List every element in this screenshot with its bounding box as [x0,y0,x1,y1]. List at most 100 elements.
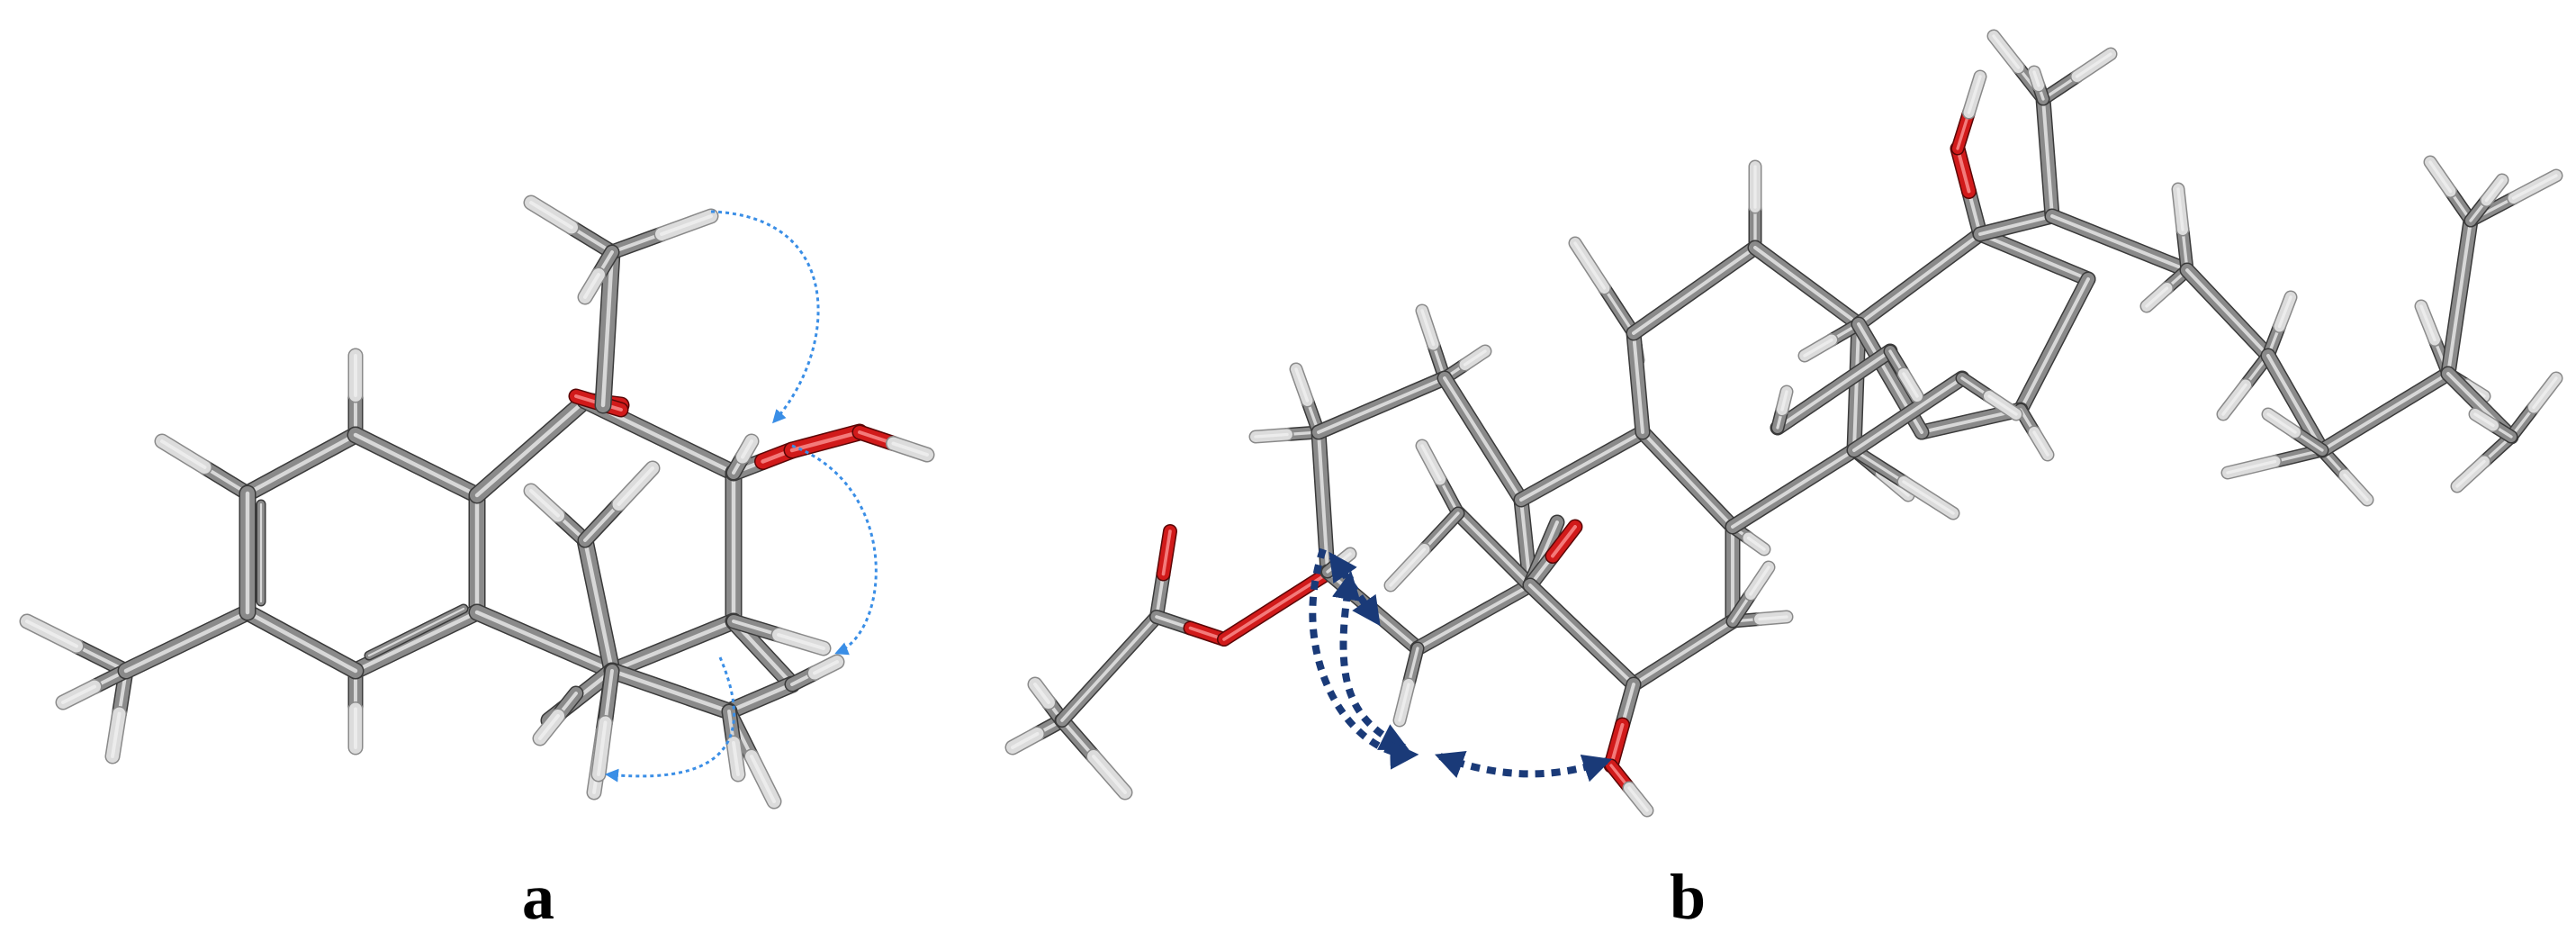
carbon-half-bond-highlight [603,669,614,725]
noe-arrow-a-2 [791,444,878,656]
hydrogen-bond-highlight [2145,286,2169,308]
hydrogen-bond-highlight [111,711,122,758]
hydrogen-bond-highlight [2511,174,2558,200]
ring-b-bond-highlight [1641,430,1734,529]
side-chain-bond-highlight [1978,214,2054,236]
hydrogen-bond-highlight [1758,615,1788,621]
carbon-half-bond-highlight [1155,572,1166,619]
carbon-half-bond-highlight [570,225,614,254]
ring-bond-highlight [726,682,795,714]
side-chain-bond-highlight [2185,268,2270,357]
methyl-bond-highlight [600,249,615,408]
noe-arrow-b-3 [1309,547,1419,770]
hydrogen-bond-highlight [2484,178,2504,203]
carbon-half-bond-highlight [583,502,621,542]
noe-correlations-a [605,210,878,783]
ring-bond-highlight [474,610,615,674]
hydrogen-bond-highlight [1254,432,1289,439]
side-chain-bond-highlight [2266,354,2324,452]
side-chain-bond-highlight [2320,372,2450,452]
molecule-model-a [19,195,935,810]
side-chain-bond-highlight [2041,97,2054,218]
ester-oxygen-bond-highlight [1222,575,1325,641]
hydrogen-bond-highlight [1092,755,1127,794]
oxygen-bond-highlight [1609,723,1625,767]
hydrogen-bond-highlight [25,620,78,648]
hydrogen-bond-highlight [777,633,825,650]
hydrogen-bond-highlight [2419,304,2436,342]
noe-arrow-b-2 [1332,570,1410,751]
hydrogen-bond-highlight [160,439,207,469]
ring-a-bond-highlight [1317,430,1329,574]
hydrogen-bond-highlight [1803,338,1833,357]
hydrogen-bond-highlight [538,714,560,740]
ring-b-bond-highlight [1632,620,1734,686]
noe-arrow-a-1 [710,210,820,424]
hydrogen-bond-highlight [617,466,654,506]
acetate-methyl-bond-highlight [1060,615,1158,722]
ring-c-bond-highlight [1731,448,1856,529]
hydrogen-bond-highlight [1420,309,1436,347]
carbon-half-bond-highlight [732,620,780,637]
hydrogen-bond-highlight [1294,367,1310,403]
hydrogen-bond-highlight [813,660,839,675]
hydrogen-bond-highlight [2226,459,2277,475]
hydrogen-bond-highlight [2473,412,2495,428]
carbon-half-bond-highlight [610,232,663,254]
aromatic-ring-bond-highlight [245,610,358,674]
ring-bond-highlight [609,619,736,674]
carbon-half-bond-highlight [1852,448,1905,484]
hydrogen-bond-highlight [660,214,713,236]
hydrogen-bond-highlight [529,489,560,518]
oxygen-bond-highlight [1161,529,1172,576]
panel-label-b: b [1670,861,1707,933]
ring-c-bond-highlight [1852,322,1860,452]
oxygen-bond-highlight [789,430,862,453]
ring-b-bond-highlight [1519,430,1644,502]
hydrogen-bond-highlight [741,439,753,459]
angular-methyl-bond-highlight [1456,511,1532,587]
aromatic-ring-bond-highlight [245,432,358,496]
hydrogen-bond-highlight [2266,412,2297,434]
side-chain-bond-highlight [2446,219,2472,375]
hydrogen-bond-highlight [2176,187,2184,231]
ring-b-bond-highlight [1528,584,1635,686]
hydrogen-bond-highlight [2428,160,2453,194]
hydrogen-bond-highlight [597,720,608,776]
hydrogen-bond-highlight [529,201,573,230]
hydrogen-bond-highlight [732,741,740,776]
panel-label-a: a [522,861,554,933]
hydrogen-bond-highlight [2221,383,2247,416]
bridge-bond-highlight [582,538,615,674]
hydroxyl-hydrogen-bond-highlight [1967,75,1982,114]
hydrogen-bond-highlight [1746,536,1766,551]
ring-c-bond-highlight [1632,331,1644,434]
hydrogen-bond-highlight [2343,473,2369,502]
hydrogen-bond-highlight [1780,390,1788,412]
oxygen-bond-highlight [1551,525,1577,558]
hydrogen-bond-highlight [750,755,776,803]
carbon-half-bond-highlight [1060,719,1095,758]
ring-d-bond-highlight [2019,277,2090,412]
aryl-methyl-bond-highlight [123,610,250,674]
ring-c-bond-highlight [1632,246,1757,335]
oxygen-bond-highlight [1956,147,1971,194]
hydrogen-bond-highlight [61,684,96,704]
hydrogen-bond-highlight [1033,683,1050,704]
aromatic-ring-bond-highlight [353,432,480,498]
hydrogen-bond-highlight [1389,547,1427,587]
hydrogen-bond-highlight [1987,394,2018,416]
hydrogen-bond-highlight [1011,732,1040,749]
hydrogen-bond-highlight [2455,459,2486,488]
ring-a-bond-highlight [1317,376,1446,434]
hydrogen-bond-highlight [2032,70,2040,87]
ring-d-bond-highlight [1978,232,2090,281]
hydrogen-bond-highlight [583,273,600,299]
aromatic-inner-bond-highlight [367,607,465,657]
hydrogen-bond-highlight [2075,52,2112,78]
hydrogen-bond-highlight [1902,372,1919,398]
hydrogen-bond-highlight [2532,376,2558,410]
noe-arrow-b-4 [1435,750,1613,783]
ring-d-bond-highlight [1857,232,1982,326]
